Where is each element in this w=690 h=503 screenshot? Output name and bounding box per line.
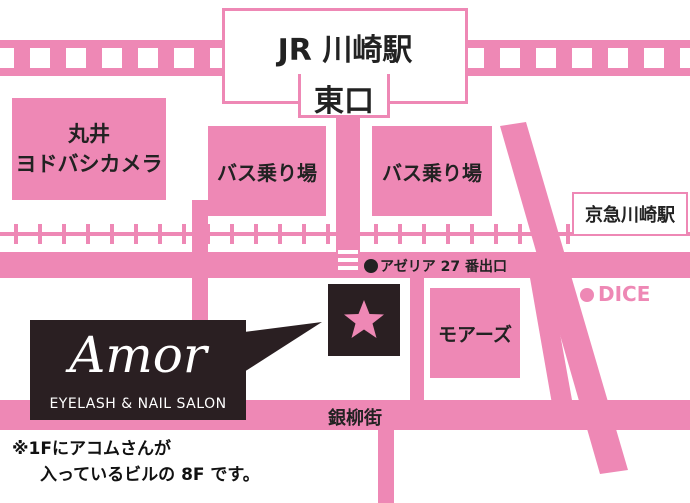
road-vertical-bottom — [378, 425, 394, 503]
keikyu-station-box: 京急川崎駅 — [572, 192, 688, 236]
crosswalk — [336, 246, 360, 276]
street-label: 銀柳街 — [328, 408, 382, 429]
salon-panel: Amor EYELASH & NAIL SALON — [30, 320, 246, 420]
dice-label: DICE — [598, 282, 651, 306]
road-vertical-mid — [410, 270, 424, 410]
block-moazu: モアーズ — [430, 288, 520, 378]
salon-subtitle: EYELASH & NAIL SALON — [49, 396, 227, 412]
note-line-2: 入っているビルの 8F です。 — [40, 465, 260, 485]
block-marui-yodobashi: 丸井 ヨドバシカメラ — [12, 98, 166, 200]
bus-terminal-left-label: バス乗り場 — [217, 160, 317, 185]
salon-logo: Amor — [69, 326, 207, 384]
road-vertical-station — [336, 118, 360, 254]
keikyu-station-label: 京急川崎駅 — [585, 205, 675, 226]
station-exit-label: 東口 — [314, 84, 374, 119]
station-exit-box: 東口 — [298, 74, 390, 119]
bus-terminal-right-label: バス乗り場 — [382, 160, 482, 185]
block-yodobashi-label: ヨドバシカメラ — [15, 152, 163, 176]
moazu-label: モアーズ — [438, 323, 512, 346]
star-icon — [344, 300, 384, 338]
dot-icon — [364, 259, 378, 273]
dice-dot-icon — [580, 288, 594, 302]
block-marui-label: 丸井 — [68, 122, 110, 146]
salon-location-marker — [328, 284, 400, 356]
azeria-exit-label: アゼリア 27 番出口 — [380, 259, 507, 275]
block-bus-terminal-left: バス乗り場 — [208, 126, 326, 216]
station-name: JR 川崎駅 — [277, 33, 413, 68]
block-bus-terminal-right: バス乗り場 — [372, 126, 492, 216]
note-line-1: ※1Fにアコムさんが — [12, 439, 171, 459]
